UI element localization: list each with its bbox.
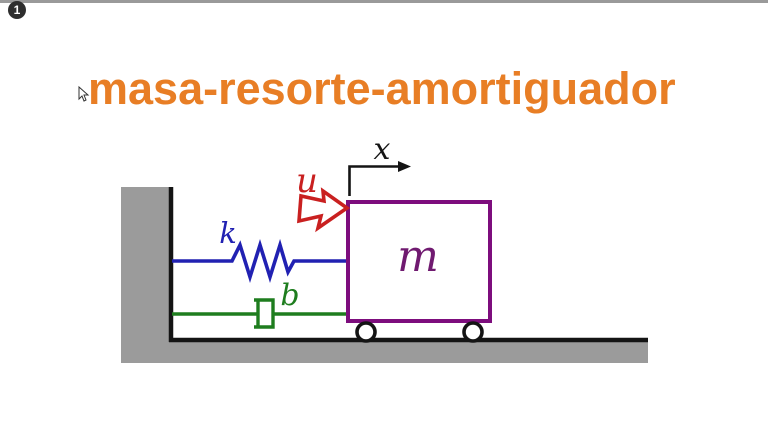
annotation-badge[interactable]: 1 (8, 1, 26, 19)
spring-label: k (219, 216, 237, 250)
mass-box (346, 200, 492, 323)
damper-label: b (280, 278, 299, 313)
axis-arrowhead-icon (398, 161, 411, 172)
force-arrow-icon (297, 187, 351, 233)
wheel-left (355, 321, 377, 343)
ground-block (121, 342, 648, 363)
page-title: masa-resorte-amortiguador (88, 63, 676, 114)
force-label: u (296, 161, 318, 201)
mouse-pointer-icon (78, 85, 90, 102)
wall-block (121, 187, 172, 362)
axis-label: x (374, 132, 391, 167)
mass-label: m (397, 231, 439, 282)
top-bar (0, 0, 768, 3)
wheel-right (462, 321, 484, 343)
annotation-badge-label: 1 (14, 3, 21, 17)
axis-line (348, 165, 399, 196)
damper-symbol (172, 298, 348, 329)
annotation-badge-circle (8, 1, 26, 19)
spring-symbol (172, 238, 348, 284)
